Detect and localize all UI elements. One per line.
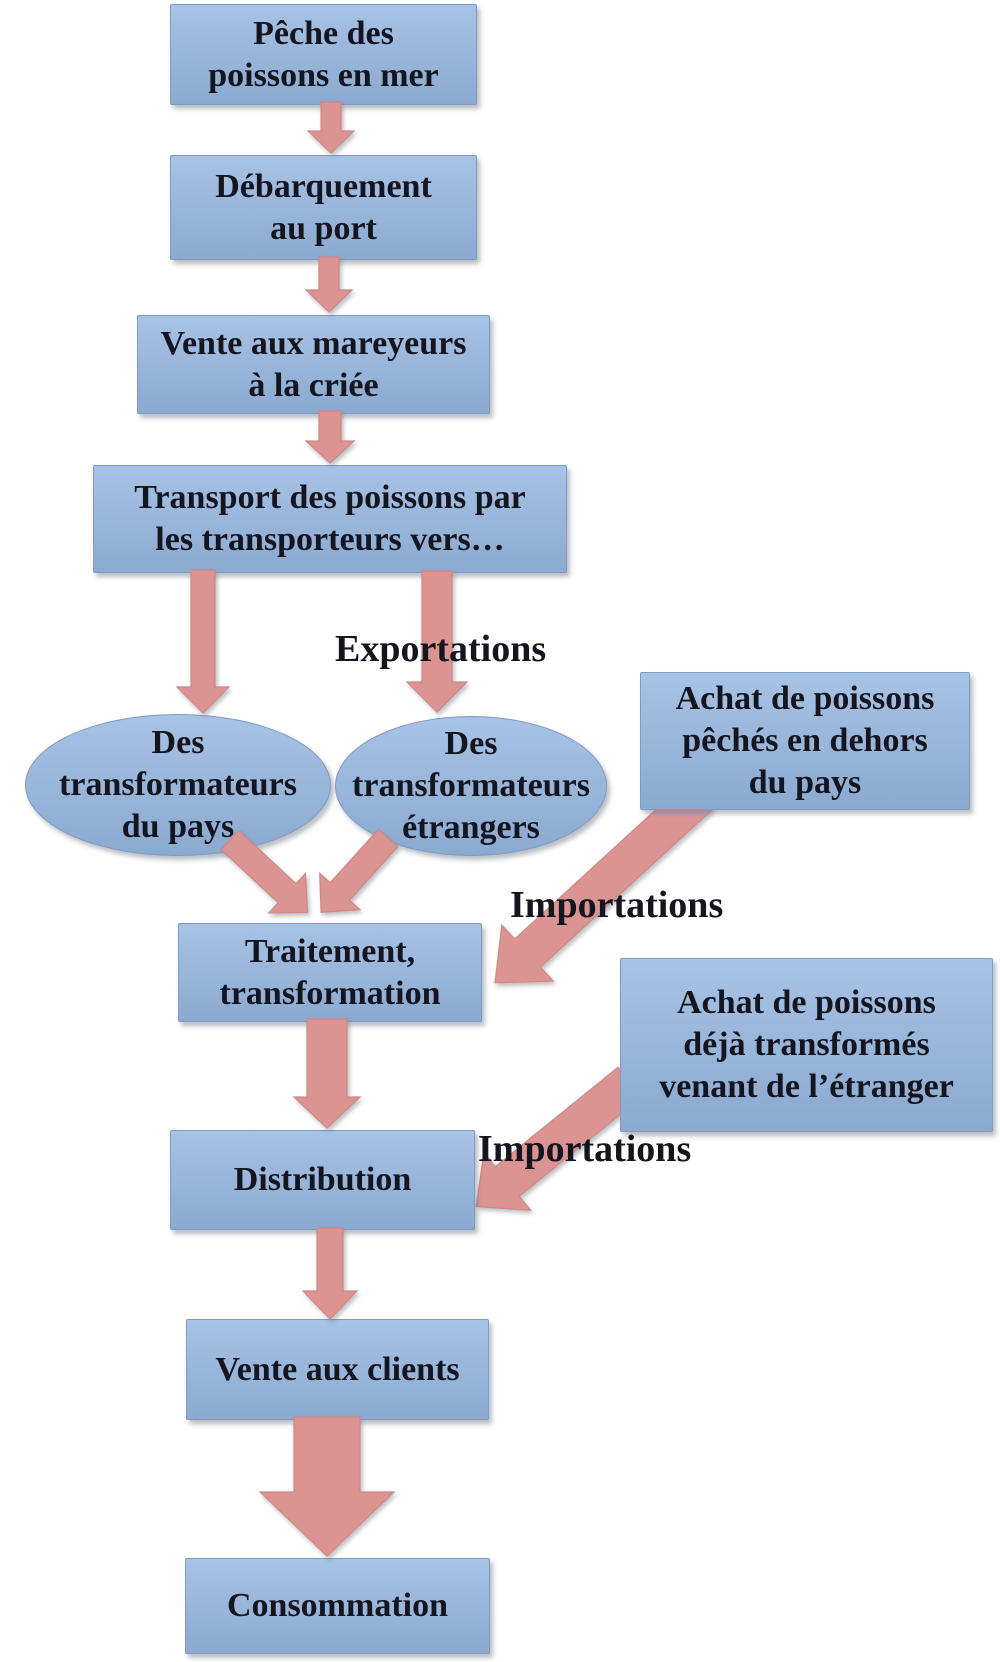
node-traitement-transformation: Traitement, transformation [178,923,482,1022]
node-vente-mareyeurs-label: Vente aux mareyeurs à la criée [160,324,467,404]
arrow-transport-to-transformateurs-pays [175,569,231,714]
node-traitement-label: Traitement, transformation [219,932,441,1012]
node-vente-clients: Vente aux clients [186,1319,489,1420]
node-vente-clients-label: Vente aux clients [215,1350,460,1388]
node-peche-poissons-mer: Pêche des poissons en mer [170,4,477,105]
node-achat-poissons-peches: Achat de poissons pêchés en dehors du pa… [640,672,970,810]
arrow-vente-mareyeurs-to-transport [304,410,356,464]
ellipse-transformateurs-etrangers: Des transformateurs étrangers [335,716,607,856]
node-achat-poissons-transformes-label: Achat de poissons déjà transformés venan… [659,984,954,1105]
node-debarquement-port: Débarquement au port [170,155,477,260]
arrow-distribution-to-vente-clients [301,1227,359,1320]
arrow-debarquement-to-vente-mareyeurs [304,256,354,313]
ellipse-transformateurs-pays-label: Des transformateurs du pays [59,724,297,845]
node-transport-label: Transport des poissons par les transport… [134,479,526,558]
node-distribution-label: Distribution [233,1161,412,1198]
ellipse-transformateurs-pays: Des transformateurs du pays [25,714,331,856]
node-transport-poissons: Transport des poissons par les transport… [93,465,567,573]
node-debarquement-label: Débarquement au port [215,167,432,247]
arrow-peche-to-debarquement [306,101,356,154]
label-importations-2: Importations [478,1128,692,1170]
node-consommation: Consommation [185,1558,490,1654]
label-exportations: Exportations [335,628,547,670]
ellipse-transformateurs-etrangers-label: Des transformateurs étrangers [352,725,590,846]
arrow-traitement-to-distribution [292,1018,362,1129]
node-peche-label: Pêche des poissons en mer [208,14,439,94]
label-importations-1: Importations [510,884,724,926]
node-consommation-label: Consommation [226,1587,449,1624]
arrow-vente-clients-to-consommation [258,1416,396,1557]
node-achat-poissons-peches-label: Achat de poissons pêchés en dehors du pa… [675,680,935,801]
node-vente-mareyeurs: Vente aux mareyeurs à la criée [137,315,490,414]
node-achat-poissons-transformes: Achat de poissons déjà transformés venan… [620,958,993,1132]
node-distribution: Distribution [170,1130,475,1230]
